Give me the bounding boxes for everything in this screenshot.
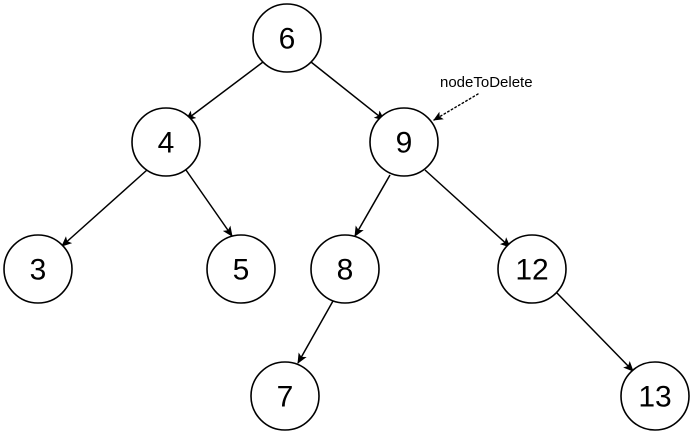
edge-9-to-8 (354, 174, 391, 237)
node-circle-3[interactable] (3, 234, 73, 304)
nodeToDelete-label: nodeToDelete (440, 74, 533, 91)
edge-6-to-4 (185, 61, 264, 121)
node-circle-7[interactable] (250, 361, 320, 431)
node-label-8: 8 (337, 254, 354, 287)
edge-6-to-9 (310, 61, 385, 121)
node-circle-4[interactable] (131, 107, 201, 177)
node-circle-9[interactable] (369, 107, 439, 177)
node-group: 6 4 9 3 5 8 12 (3, 3, 690, 431)
node-label-4: 4 (158, 127, 175, 160)
node-label-5: 5 (233, 254, 250, 287)
node-label-13: 13 (638, 381, 671, 414)
node-circle-8[interactable] (310, 234, 380, 304)
node-circle-6[interactable] (252, 3, 322, 73)
tree-node-5[interactable]: 5 (206, 234, 276, 304)
edge-12-to-13 (555, 291, 634, 372)
node-label-12: 12 (515, 254, 548, 287)
node-label-3: 3 (30, 254, 47, 287)
edge-4-to-5 (185, 169, 233, 237)
node-label-6: 6 (279, 23, 296, 56)
node-circle-13[interactable] (620, 361, 690, 431)
tree-node-12[interactable]: 12 (497, 234, 567, 304)
nodeToDelete-pointer-line (433, 93, 479, 121)
tree-node-4[interactable]: 4 (131, 107, 201, 177)
tree-node-6[interactable]: 6 (252, 3, 322, 73)
node-label-9: 9 (396, 127, 413, 160)
annotation-group: nodeToDelete (433, 74, 533, 121)
node-circle-12[interactable] (497, 234, 567, 304)
node-label-7: 7 (277, 381, 294, 414)
tree-node-3[interactable]: 3 (3, 234, 73, 304)
edge-8-to-7 (297, 300, 334, 364)
tree-node-13[interactable]: 13 (620, 361, 690, 431)
edge-4-to-3 (61, 169, 148, 247)
tree-node-8[interactable]: 8 (310, 234, 380, 304)
edge-group (61, 61, 634, 372)
tree-node-7[interactable]: 7 (250, 361, 320, 431)
node-circle-5[interactable] (206, 234, 276, 304)
edge-9-to-12 (424, 169, 511, 248)
tree-node-9[interactable]: 9 (369, 107, 439, 177)
